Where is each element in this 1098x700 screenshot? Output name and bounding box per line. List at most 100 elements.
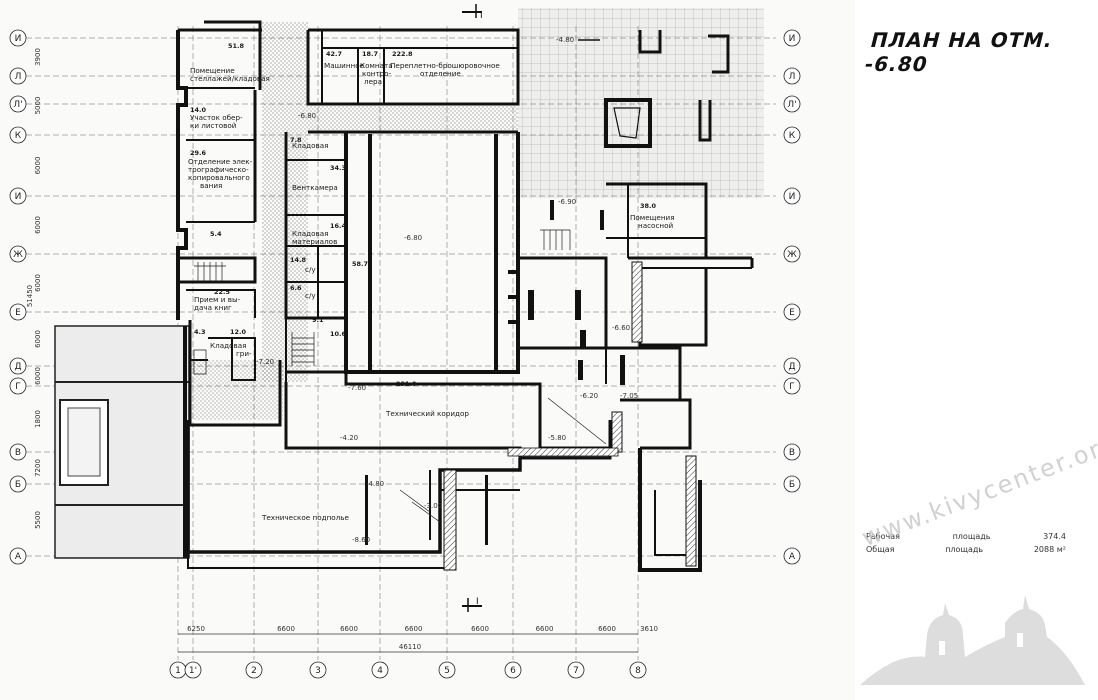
room-area: 34.3 [330, 164, 346, 172]
axis-row-label: Г [15, 382, 21, 392]
room-area: 14.0 [190, 106, 207, 114]
axis-row-bubble [9, 67, 27, 85]
section-mark-top: I [462, 4, 483, 21]
axis-row-label: А [789, 552, 796, 562]
axis-col-label: 3 [315, 666, 321, 676]
room-label: Кладовая [210, 341, 246, 350]
axis-row-bubble [9, 303, 27, 321]
room-label: Техническое подполье [261, 513, 349, 522]
axis-col-label: 5 [444, 666, 450, 676]
room-area: 29.6 [190, 149, 207, 157]
room-label: гри- [236, 349, 252, 358]
axis-col-bubble [245, 661, 263, 679]
axis-row-label: К [15, 131, 22, 141]
axis-row-bubble [783, 187, 801, 205]
room-area: 12.0 [230, 328, 247, 336]
axis-row-label: Г [789, 382, 795, 392]
level-mark: -6.90 [558, 198, 576, 206]
dimension-total: 46110 [399, 643, 421, 651]
axis-row-label: Б [789, 480, 795, 490]
axis-col-bubble [567, 661, 585, 679]
room-area: 4.3 [194, 328, 206, 336]
room-area: 18.7 [362, 50, 378, 58]
axis-col-label: 6 [510, 666, 516, 676]
axis-row-bubble [783, 443, 801, 461]
room-label: лера [364, 77, 382, 86]
axis-row-label: В [15, 448, 21, 458]
axis-row-label: Д [788, 362, 795, 372]
axis-row-bubble [9, 443, 27, 461]
room-label: с/у [305, 291, 316, 300]
level-mark: -6.60 [612, 324, 630, 332]
dimension-value: 6000 [34, 367, 42, 385]
dimension-value: 6000 [34, 157, 42, 175]
axis-row-label: И [15, 34, 22, 44]
axis-row-label: Е [789, 308, 795, 318]
level-mark: -6.80 [298, 112, 316, 120]
room-label: вания [200, 181, 222, 190]
retaining-walls [443, 261, 697, 571]
axis-col-label: 4 [377, 666, 383, 676]
axis-row-label: Б [15, 480, 21, 490]
room-area: 5.4 [210, 230, 222, 238]
level-mark: -7.20 [256, 358, 274, 366]
room-area: 6.6 [290, 284, 302, 292]
area-summary: Рабочая площадь 374.4 Общая площадь 2088… [866, 532, 1066, 558]
axis-row-bubble [783, 303, 801, 321]
room-label: Помещения [630, 213, 675, 222]
axis-row-label: В [789, 448, 795, 458]
axis-row-bubble [9, 126, 27, 144]
room-area: 16.4 [330, 222, 347, 230]
axis-row-label: Д [14, 362, 21, 372]
axis-col-bubble [184, 661, 202, 679]
room-area: 38.0 [640, 202, 657, 210]
room-label: копировального [188, 173, 250, 182]
stair-tiles [540, 8, 590, 38]
dimension-value: 6250 [187, 625, 205, 633]
working-area-value: 374.4 [1043, 532, 1066, 541]
room-areas: 51.8 14.0 29.6 42.7 18.7 222.8 7.8 34.3 … [190, 42, 657, 388]
room-label: Венткамера [292, 183, 338, 192]
dimension-value: 6600 [598, 625, 616, 633]
total-area-word: площадь [945, 545, 984, 554]
axis-row-label: Л' [787, 100, 796, 110]
room-label: Отделение элек- [188, 157, 253, 166]
total-area-value: 2088 м² [1033, 545, 1066, 554]
axis-row-bubble [783, 547, 801, 565]
room-label: Комната [360, 61, 393, 70]
left-building [54, 325, 190, 559]
axis-row-bubble [9, 377, 27, 395]
room-area: 10.6 [330, 330, 347, 338]
axis-row-bubble [9, 29, 27, 47]
axis-row-label: Л' [13, 100, 22, 110]
level-mark: -6.20 [580, 392, 598, 400]
dimension-value: 6000 [34, 216, 42, 234]
level-mark: -4.20 [340, 434, 358, 442]
dimension-value: 6600 [471, 625, 489, 633]
axis-row-label: А [15, 552, 22, 562]
dimension-value: 7200 [34, 459, 42, 477]
axis-row-bubble [783, 245, 801, 263]
room-label: отделение [420, 69, 461, 78]
axis-row-label: И [789, 34, 796, 44]
section-label-top: I [480, 11, 483, 21]
dimension-value: 3610 [640, 625, 658, 633]
room-labels: Помещение стеллажей/кладовая Участок обе… [188, 61, 675, 522]
room-label: материалов [292, 237, 337, 246]
room-label: Кладовая [292, 141, 328, 150]
axis-row-bubble [783, 95, 801, 113]
total-area-label: Общая [866, 545, 895, 554]
columns [365, 134, 625, 545]
axis-col-bubble [629, 661, 647, 679]
dimension-value: 6600 [277, 625, 295, 633]
dimensions-left: 3900500060006000600060006000180072005500… [26, 48, 42, 529]
room-label: Участок обер- [190, 113, 243, 122]
dimension-value: 6600 [536, 625, 554, 633]
axis-row-label: Е [15, 308, 21, 318]
axis-col-label: 2 [251, 666, 257, 676]
axis-row-label: К [789, 131, 796, 141]
axis-col-bubble [309, 661, 327, 679]
room-area: 222.8 [392, 50, 413, 58]
